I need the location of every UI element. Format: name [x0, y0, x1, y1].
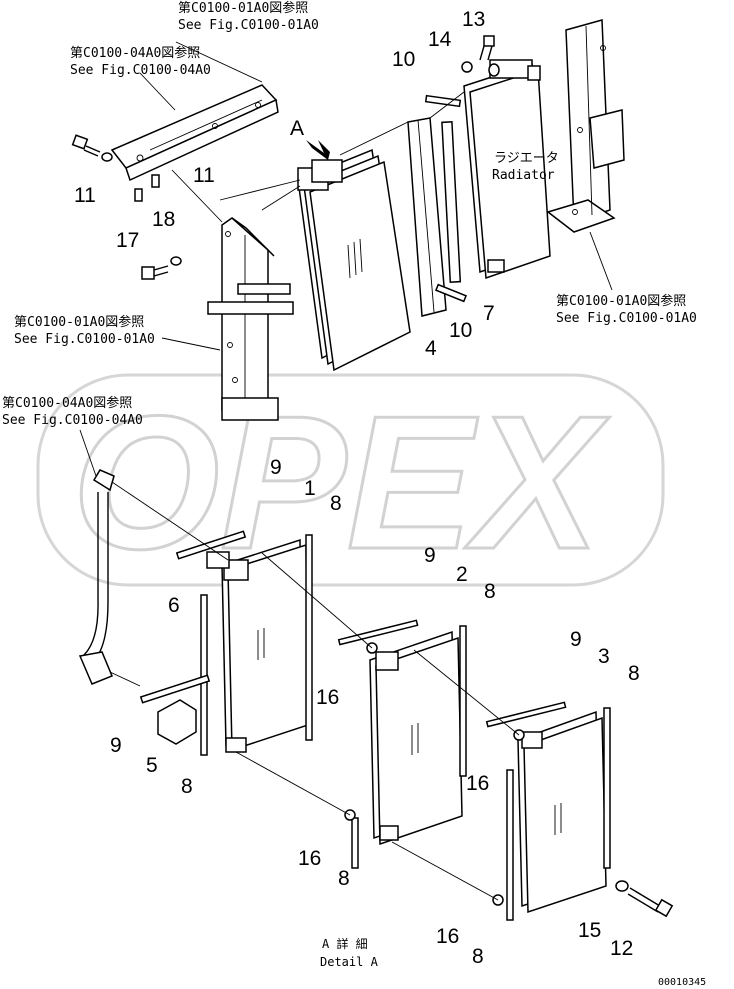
- watermark-shape: OPEX: [36, 373, 665, 591]
- callout-16-core2-top: 16: [316, 686, 339, 709]
- bolt-13: [461, 35, 495, 73]
- callout-10-bottom: 10: [449, 319, 472, 342]
- radiator-label-jp: ラジエータ: [494, 151, 559, 166]
- detail-label-en: Detail A: [320, 955, 379, 969]
- callout-10-top: 10: [392, 48, 415, 71]
- core-3: [517, 710, 607, 914]
- detail-label-jp: A 詳 細: [322, 936, 368, 951]
- seal-9-core1-lower: [139, 674, 211, 704]
- ref-top-040-en: See Fig.C0100-04A0: [70, 63, 211, 78]
- callout-14: 14: [428, 28, 452, 51]
- radiator-core-top: [297, 148, 411, 372]
- ref-mid-010-en: See Fig.C0100-01A0: [14, 332, 155, 347]
- seal-7: [441, 121, 462, 283]
- callout-11-left: 11: [74, 184, 96, 207]
- radiator-label-en: Radiator: [492, 168, 555, 183]
- ref-top-010-en: See Fig.C0100-01A0: [178, 18, 319, 33]
- radiator: [463, 59, 551, 280]
- core-2: [369, 630, 463, 846]
- view-arrow-a: A: [290, 117, 330, 160]
- clip-11-b: [151, 174, 160, 188]
- callout-16-core3-bottom: 16: [436, 925, 459, 948]
- left-stay: [207, 217, 294, 421]
- callout-18: 18: [152, 208, 175, 231]
- seal-10-bottom: [434, 283, 468, 303]
- leader-lines: [79, 41, 613, 901]
- seal-9-core1: [175, 530, 247, 560]
- callout-12: 12: [610, 937, 633, 960]
- callout-13: 13: [462, 8, 485, 31]
- core-1: [221, 538, 309, 753]
- ref-right-010-jp: 第C0100-01A0図参照: [556, 293, 686, 309]
- bracket-6: [206, 551, 230, 569]
- callout-9-lower-left: 9: [110, 734, 122, 757]
- ref-right-010-en: See Fig.C0100-01A0: [556, 311, 697, 326]
- seal-8-core2-right: [459, 625, 467, 777]
- watermark-text: OPEX: [72, 377, 610, 589]
- seal-8-core1-right: [305, 534, 313, 741]
- callout-2: 2: [456, 563, 468, 586]
- callout-6: 6: [168, 594, 180, 617]
- ref-mid-010-jp: 第C0100-01A0図参照: [14, 314, 144, 330]
- ref-top-040-jp: 第C0100-04A0図参照: [70, 45, 200, 61]
- callout-8-core3-right: 8: [628, 662, 640, 685]
- seal-9-core3: [485, 701, 567, 728]
- callout-8-core1-right: 8: [330, 492, 342, 515]
- coolant-tube: [78, 469, 115, 685]
- callout-numbers: 13 14 10 11 11 18 17 7 10 4 9 1 8 6 9 2 …: [74, 8, 640, 968]
- ref-left-040-en: See Fig.C0100-04A0: [2, 413, 143, 428]
- upper-bracket: [110, 84, 279, 182]
- clip-11-a: [134, 188, 143, 202]
- callout-11-right: 11: [193, 164, 215, 187]
- seal-9-core2: [337, 619, 419, 646]
- callout-5: 5: [146, 754, 158, 777]
- callout-15: 15: [578, 919, 601, 942]
- callout-4: 4: [425, 337, 437, 360]
- drawing-code: 00010345: [658, 977, 706, 988]
- callout-3: 3: [598, 645, 610, 668]
- callout-1: 1: [304, 477, 316, 500]
- callout-9-core1: 9: [270, 456, 282, 479]
- bolt-upper-left: [71, 134, 113, 162]
- callout-8-core1-left: 8: [181, 775, 193, 798]
- ref-left-040-jp: 第C0100-04A0図参照: [2, 395, 132, 411]
- view-marker: A: [290, 117, 304, 140]
- seal-10-top: [424, 94, 462, 108]
- right-stay: [546, 19, 625, 233]
- callout-9-core3: 9: [570, 628, 582, 651]
- seal-8-core3-right: [603, 707, 611, 869]
- seal-8-core3-left: [506, 769, 514, 921]
- callout-7: 7: [483, 302, 495, 325]
- bracket-5: [157, 699, 197, 745]
- shroud-4: [407, 117, 447, 317]
- callout-16-core2-bottom: 16: [298, 847, 321, 870]
- seal-8-core2-left: [351, 817, 359, 869]
- callout-8-core2-left: 8: [338, 867, 350, 890]
- callout-17: 17: [116, 229, 139, 252]
- bolt-17: [141, 256, 182, 280]
- ref-top-010-jp: 第C0100-01A0図参照: [178, 0, 308, 16]
- reference-notes: 第C0100-01A0図参照 See Fig.C0100-01A0 第C0100…: [2, 0, 706, 988]
- callout-8-core2-right: 8: [484, 580, 496, 603]
- bolt-12: [615, 880, 674, 918]
- callout-9-core2: 9: [424, 544, 436, 567]
- callout-8-core3-left: 8: [472, 945, 484, 968]
- callout-16-core3-top: 16: [466, 772, 489, 795]
